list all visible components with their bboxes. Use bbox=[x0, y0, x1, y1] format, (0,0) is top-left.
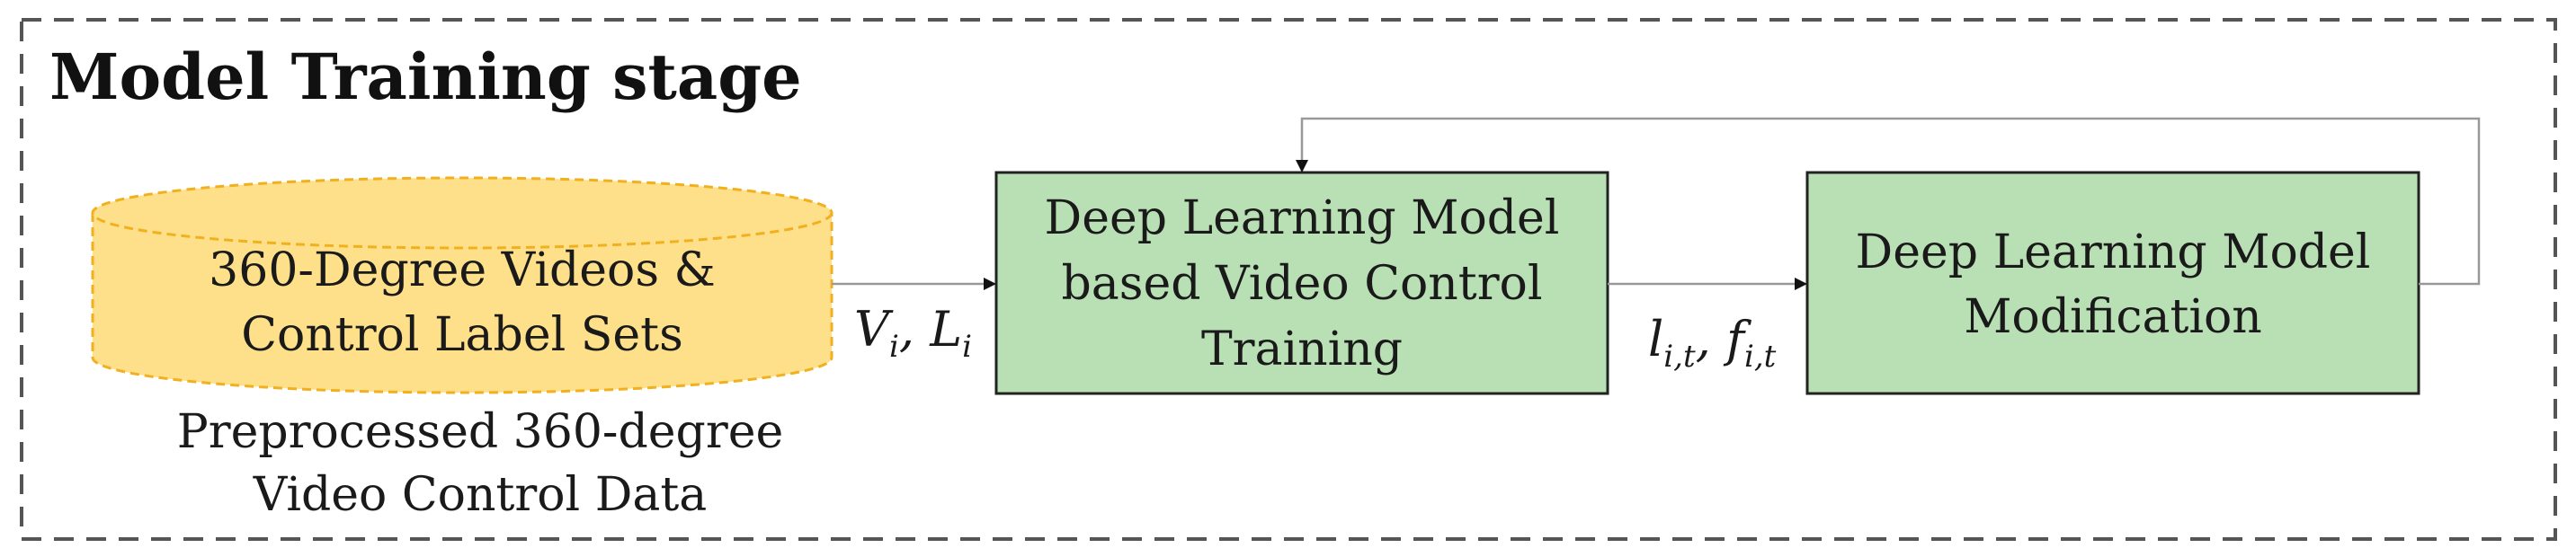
edge-input-sep: , bbox=[899, 301, 930, 358]
database-top-stroke bbox=[91, 176, 833, 250]
modification-box-line2: Modification bbox=[1964, 290, 2262, 344]
stage-frame bbox=[20, 18, 2557, 541]
stage-title: Model Training stage bbox=[49, 40, 802, 114]
edge-label-output: li,t, fi,t bbox=[1648, 311, 1777, 375]
modification-box: Deep Learning Model Modification bbox=[1805, 171, 2420, 395]
database-body-stroke bbox=[91, 213, 833, 394]
modification-box-rect bbox=[1805, 171, 2420, 395]
training-box: Deep Learning Model based Video Control … bbox=[994, 171, 1609, 395]
edge-input-v-sub: i bbox=[889, 329, 899, 365]
training-box-line2: based Video Control bbox=[1061, 257, 1542, 311]
edge-output-f-sub: i,t bbox=[1744, 339, 1777, 375]
database-top bbox=[93, 178, 832, 248]
edge-output-l-sub: i,t bbox=[1663, 339, 1696, 375]
arrow-feedback-loop bbox=[1296, 117, 2481, 286]
edge-input-v: V bbox=[854, 301, 894, 358]
edge-input-l-sub: i bbox=[962, 329, 972, 365]
edge-input-l: L bbox=[929, 301, 962, 358]
database-body bbox=[93, 213, 832, 393]
modification-box-line1: Deep Learning Model bbox=[1856, 225, 2371, 279]
training-box-line1: Deep Learning Model bbox=[1045, 191, 1560, 245]
database-caption-line2: Video Control Data bbox=[253, 468, 708, 522]
training-box-line3: Training bbox=[1201, 323, 1403, 376]
edge-label-input: Vi, Li bbox=[854, 301, 972, 365]
edge-output-sep: , bbox=[1696, 311, 1726, 367]
edge-output-l: l bbox=[1648, 311, 1663, 367]
database-cylinder: 360-Degree Videos & Control Label Sets bbox=[91, 176, 833, 394]
database-caption-line1: Preprocessed 360-degree bbox=[177, 405, 784, 459]
database-label-line2: Control Label Sets bbox=[241, 308, 683, 362]
database-label-line1: 360-Degree Videos & bbox=[209, 243, 716, 297]
